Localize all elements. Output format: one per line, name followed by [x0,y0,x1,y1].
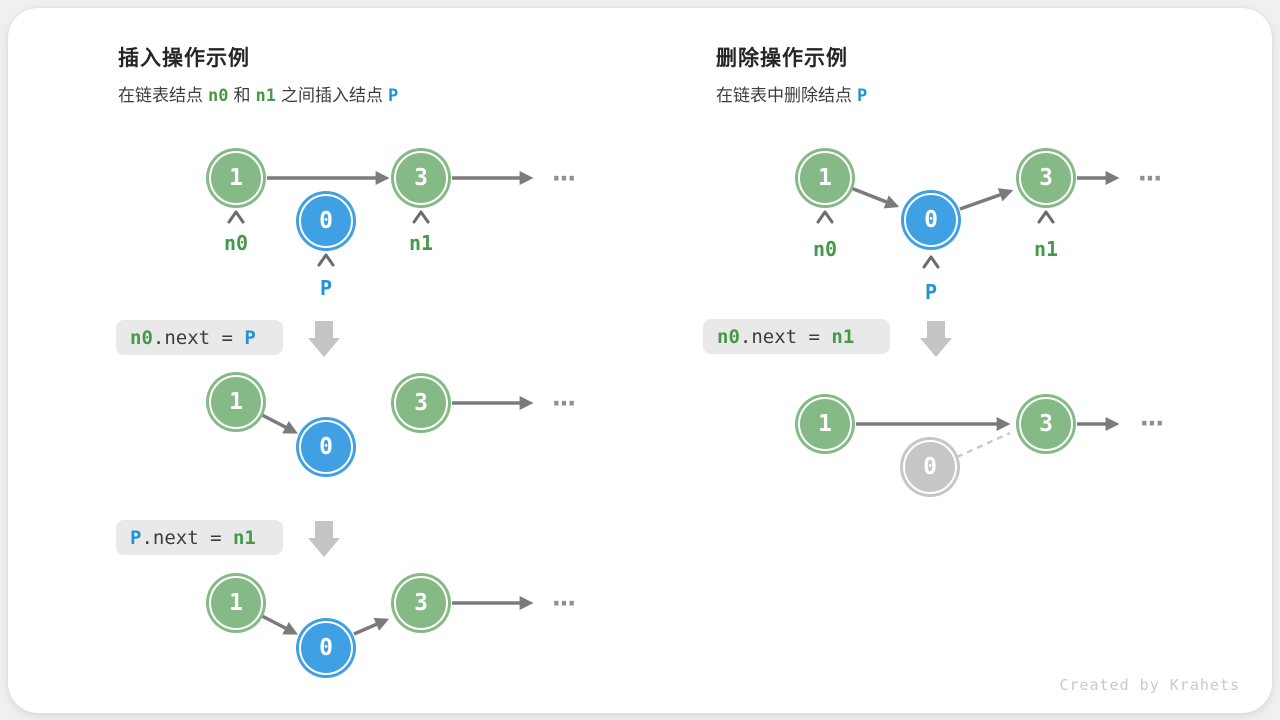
list-node: 3 [394,376,448,430]
subtitle-token-n0: n0 [208,86,229,106]
delete-step0-arrows [816,171,1120,269]
pointer-label-n1: n1 [408,231,434,255]
ellipsis: ... [1134,157,1166,188]
list-node-p: 0 [904,193,958,247]
code-rhs: n1 [831,325,855,348]
code-lhs: n0 [130,326,153,349]
ellipsis: ... [1136,402,1168,433]
pointer-label-p: P [319,276,333,300]
list-node: 1 [209,375,263,429]
pointer-label-n0: n0 [812,237,838,261]
code-box-insert-step1: n0.next = P [116,320,283,355]
caret-up-icon [412,210,430,224]
list-node-p: 0 [299,621,353,675]
pointer-label-n1: n1 [1033,237,1059,261]
list-node: 1 [798,151,852,205]
code-rhs: n1 [232,526,256,549]
ellipsis: ... [548,582,580,613]
code-lhs: P [130,526,142,549]
caret-up-icon [922,255,940,269]
pointer-label-p: P [924,280,938,304]
subtitle-text: 在链表结点 [118,86,203,105]
insert-step0-arrows [227,171,534,267]
subtitle-token-p: P [857,86,868,106]
subtitle-text: 之间插入结点 [280,86,383,105]
subtitle-text: 在链表中删除结点 [716,86,852,105]
down-block-arrow-icon [308,521,340,557]
delete-result-arrows [856,417,1120,459]
down-block-arrow-icon [920,321,952,357]
list-node: 3 [394,576,448,630]
delete-panel-title: 删除操作示例 [716,47,848,70]
delete-panel-subtitle: 在链表中删除结点 P [716,81,872,106]
code-rhs: P [244,326,256,349]
list-node: 1 [798,397,852,451]
code-mid: .next = [152,326,245,349]
insert-panel-title: 插入操作示例 [118,47,250,70]
list-node: 3 [1019,151,1073,205]
list-node: 1 [209,151,263,205]
code-lhs: n0 [717,325,740,348]
code-mid: .next = [739,325,832,348]
code-box-insert-step2: P.next = n1 [116,520,283,555]
list-node: 1 [209,576,263,630]
code-mid: .next = [141,526,233,549]
subtitle-token-n1: n1 [255,86,276,106]
caret-up-icon [816,210,834,224]
list-node: 3 [394,151,448,205]
subtitle-text: 和 [233,86,251,105]
ellipsis: ... [548,157,580,188]
list-node-p: 0 [299,194,353,248]
list-node: 3 [1019,397,1073,451]
code-box-delete-step1: n0.next = n1 [703,319,890,354]
list-node-p: 0 [299,420,353,474]
watermark: Created by Krahets [1059,676,1240,694]
pointer-label-n0: n0 [223,231,249,255]
subtitle-token-p: P [387,86,399,106]
down-block-arrow-icon [308,321,340,357]
caret-up-icon [317,253,335,267]
ellipsis: ... [548,382,580,413]
caret-up-icon [1037,210,1055,224]
list-node-removed: 0 [903,440,957,494]
caret-up-icon [227,210,245,224]
